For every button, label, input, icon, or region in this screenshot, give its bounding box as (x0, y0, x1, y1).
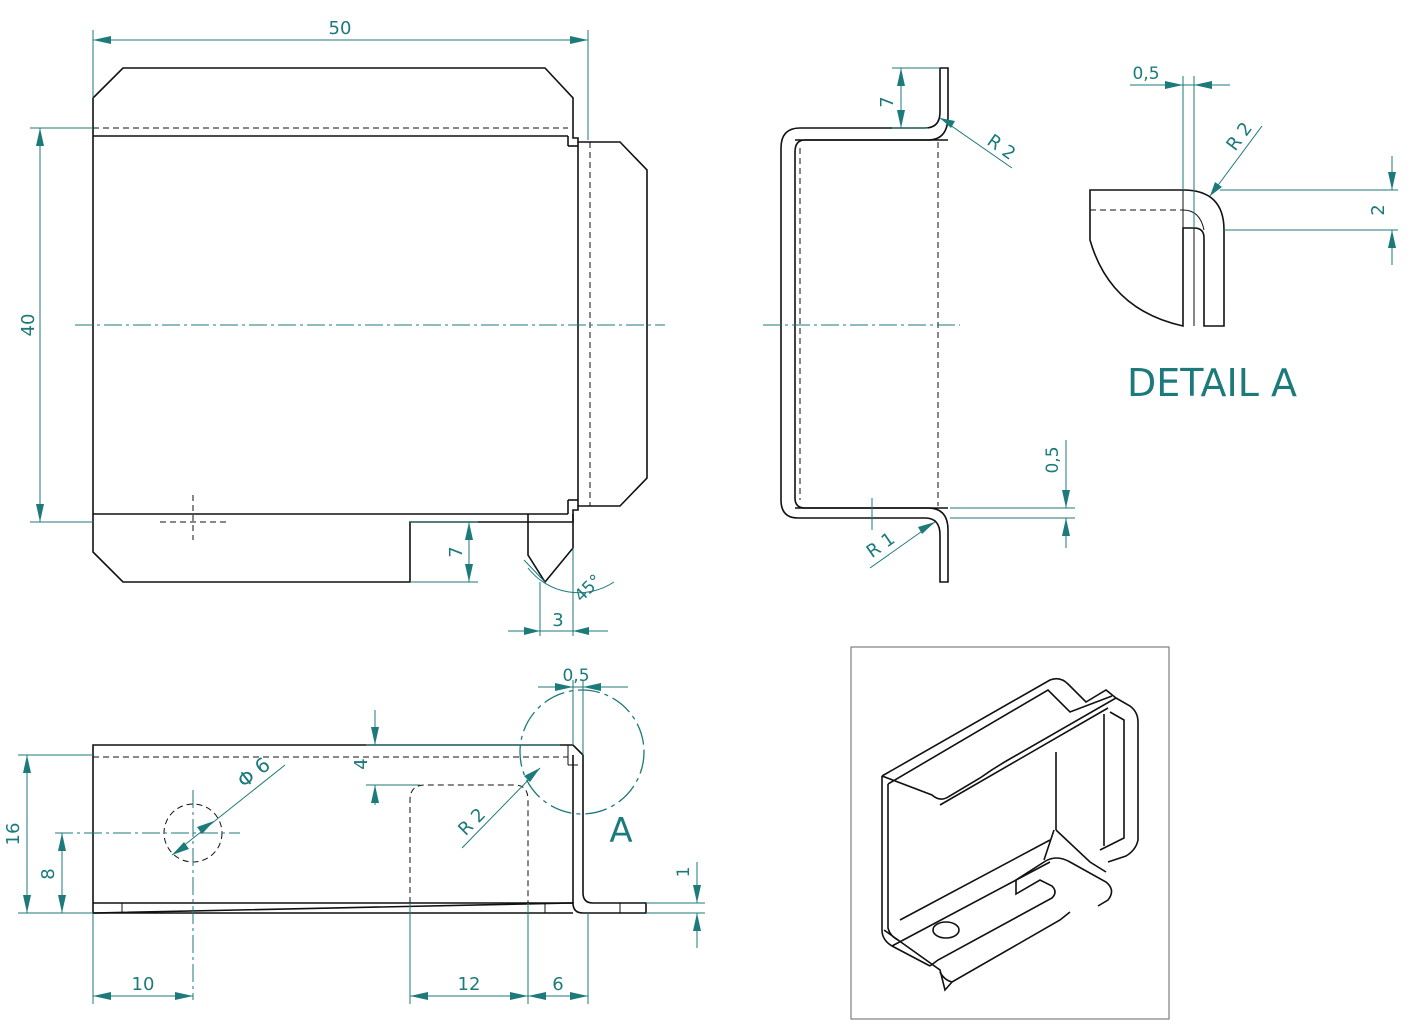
top-view: 50 40 7 3 45° (18, 18, 665, 636)
side-r2: R 2 (983, 130, 1019, 164)
front-dim-16: 16 (3, 823, 24, 846)
front-hidden-notch (409, 784, 529, 903)
isometric-frame (850, 646, 1170, 1020)
front-dim-05: 0,5 (562, 666, 589, 686)
front-r2: R 2 (454, 804, 490, 840)
front-dim-8: 8 (38, 868, 59, 879)
detail-a-view: 0,5 R 2 2 DETAIL A (1089, 64, 1398, 405)
front-dim-10: 10 (132, 974, 155, 995)
front-view: A 0,5 4 Φ 6 R 2 16 (3, 666, 705, 1004)
side-dim-7: 7 (877, 96, 898, 107)
side-r1: R 1 (863, 528, 899, 562)
front-dim-4: 4 (351, 758, 372, 769)
detail-a-break-outline (1089, 189, 1225, 327)
angle-45: 45° (571, 571, 606, 606)
dim-40: 40 (18, 314, 39, 337)
top-view-outline (92, 67, 648, 583)
angle-arc-45 (527, 567, 615, 594)
side-dim-05: 0,5 (1043, 446, 1063, 473)
dim-7: 7 (446, 546, 467, 557)
detail-dim-05: 0,5 (1132, 64, 1159, 84)
isometric-view (850, 646, 1170, 1020)
front-phi6: Φ 6 (233, 752, 275, 792)
detail-a-callout-circle (519, 689, 645, 815)
dim-50: 50 (329, 18, 352, 39)
detail-r2: R 2 (1222, 119, 1257, 155)
front-dim-12: 12 (458, 974, 481, 995)
detail-a-title: DETAIL A (1127, 361, 1297, 405)
dim-3: 3 (552, 610, 563, 631)
front-dim-6: 6 (552, 974, 563, 995)
front-dim-1: 1 (674, 867, 694, 878)
detail-dim-2: 2 (1368, 204, 1389, 215)
isometric-hole (932, 921, 960, 939)
detail-a-callout-label: A (609, 811, 632, 851)
side-view: 7 R 2 R 1 0,5 (763, 67, 1075, 583)
